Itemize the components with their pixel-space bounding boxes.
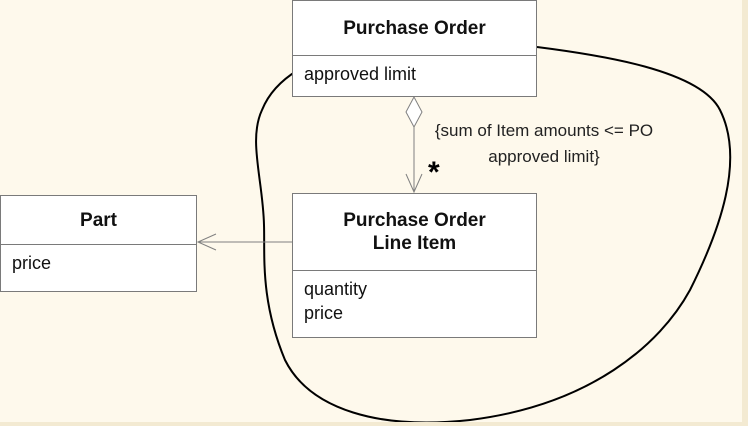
aggregation-arrowhead <box>405 173 423 194</box>
constraint-line2: approved limit} <box>488 147 600 166</box>
constraint-line1: {sum of Item amounts <= PO <box>434 121 654 140</box>
aggregation-diamond <box>405 95 423 129</box>
purchase-order-attributes: approved limit <box>293 56 536 86</box>
association-arrowhead <box>196 233 217 251</box>
part-name-text: Part <box>80 209 117 231</box>
attribute-price: price <box>304 303 344 323</box>
constraint-boundary-curve <box>255 46 732 424</box>
attribute-price: price <box>12 253 52 273</box>
frame-edge-bottom <box>0 422 748 426</box>
constraint-note: {sum of Item amounts <= PO approved limi… <box>430 118 658 170</box>
purchase-order-class-name: Purchase Order <box>293 1 536 56</box>
part-attributes: price <box>1 245 196 275</box>
line-item-class: Purchase Order Line Item quantity price <box>292 193 537 338</box>
line-item-class-name: Purchase Order Line Item <box>293 194 536 271</box>
attribute-quantity: quantity <box>304 279 368 299</box>
part-class-name: Part <box>1 196 196 245</box>
purchase-order-name-text: Purchase Order <box>343 17 486 39</box>
part-class: Part price <box>0 195 197 292</box>
line-item-attributes: quantity price <box>293 271 536 325</box>
attribute-approved-limit: approved limit <box>304 64 417 84</box>
purchase-order-class: Purchase Order approved limit <box>292 0 537 97</box>
line-item-name-line1: Purchase Order <box>343 210 486 231</box>
frame-edge-right <box>742 0 748 426</box>
line-item-name-line2: Line Item <box>372 233 457 254</box>
multiplicity-label: * <box>428 156 440 189</box>
